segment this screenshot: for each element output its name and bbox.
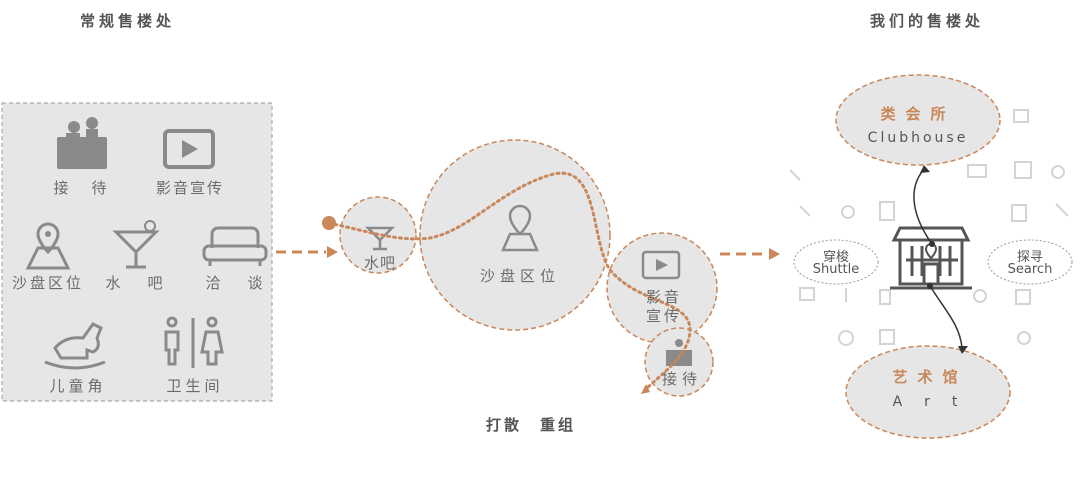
faint-icon bbox=[789, 169, 801, 181]
faint-icon bbox=[799, 205, 811, 217]
pin-icon bbox=[924, 242, 938, 260]
bubble-label-sand-table: 沙盘区位 bbox=[479, 267, 560, 285]
bubble-label-video-1: 影音 bbox=[645, 288, 682, 306]
flow-end-arrow bbox=[641, 384, 650, 394]
label-restroom: 卫生间 bbox=[166, 377, 224, 395]
faint-icon bbox=[841, 205, 855, 219]
faint-icon bbox=[1011, 204, 1027, 222]
clubhouse-en: Clubhouse bbox=[867, 130, 969, 146]
faint-icon bbox=[879, 201, 895, 221]
cocktail-icon bbox=[112, 220, 160, 269]
bubble-label-reception: 接待 bbox=[661, 370, 702, 388]
faint-icon bbox=[879, 289, 891, 305]
video-play-icon bbox=[641, 250, 681, 280]
label-video-promo: 影音宣传 bbox=[155, 179, 224, 197]
faint-icon bbox=[1055, 203, 1069, 217]
faint-icon bbox=[1013, 109, 1029, 123]
label-negotiation: 洽 谈 bbox=[205, 274, 269, 292]
shuttle-cn: 穿梭 bbox=[822, 250, 849, 265]
label-water-bar: 水 吧 bbox=[105, 274, 169, 292]
art-ellipse bbox=[845, 345, 1011, 439]
faint-icon bbox=[967, 164, 987, 178]
right-title: 我们的售楼处 bbox=[870, 12, 985, 30]
arrow-to-art bbox=[929, 285, 963, 349]
label-sand-table: 沙盘区位 bbox=[11, 274, 84, 292]
arrow-origin-dot bbox=[927, 283, 933, 289]
bubble-label-water-bar: 水吧 bbox=[363, 254, 396, 272]
faint-icon bbox=[879, 329, 895, 345]
faint-icon bbox=[838, 330, 854, 346]
search-cn: 探寻 bbox=[1016, 250, 1043, 265]
arrow-head-right bbox=[769, 248, 780, 260]
bubble-label-video-2: 宣传 bbox=[645, 307, 682, 325]
faint-icon bbox=[1017, 331, 1031, 345]
left-title: 常规售楼处 bbox=[80, 12, 176, 30]
arrow-head-left bbox=[327, 246, 338, 258]
shuttle-en: Shuttle bbox=[812, 262, 860, 277]
faint-icon bbox=[1015, 289, 1031, 305]
video-play-icon bbox=[163, 129, 215, 169]
restroom-icon bbox=[164, 316, 224, 368]
art-cn: 艺术馆 bbox=[892, 368, 968, 386]
search-en: Search bbox=[1007, 262, 1053, 277]
map-pin-icon bbox=[501, 204, 539, 252]
sofa-icon bbox=[202, 226, 268, 266]
label-reception: 接 待 bbox=[53, 179, 111, 197]
faint-icon bbox=[1051, 165, 1065, 179]
arrow-head-clubhouse bbox=[920, 165, 930, 173]
map-pin-icon bbox=[25, 222, 71, 270]
regroup-caption: 打散 重组 bbox=[486, 416, 577, 434]
label-kids-corner: 儿童角 bbox=[49, 377, 107, 395]
faint-icon bbox=[973, 289, 987, 303]
arrow-head-art bbox=[958, 346, 968, 354]
faint-icon bbox=[799, 287, 815, 301]
arrow-origin-dot bbox=[929, 241, 935, 247]
clubhouse-ellipse bbox=[835, 74, 1001, 166]
arrow-to-clubhouse bbox=[913, 167, 933, 245]
clubhouse-cn: 类会所 bbox=[880, 105, 956, 123]
flow-path bbox=[327, 171, 692, 392]
reception-desk-icon bbox=[57, 117, 107, 169]
bubble-video bbox=[606, 232, 718, 344]
rocking-horse-icon bbox=[44, 322, 106, 370]
shuttle-ellipse bbox=[793, 239, 879, 285]
faint-icon bbox=[1014, 161, 1032, 179]
cocktail-icon bbox=[364, 226, 396, 251]
art-en: Art bbox=[892, 394, 980, 410]
search-ellipse bbox=[987, 239, 1073, 285]
